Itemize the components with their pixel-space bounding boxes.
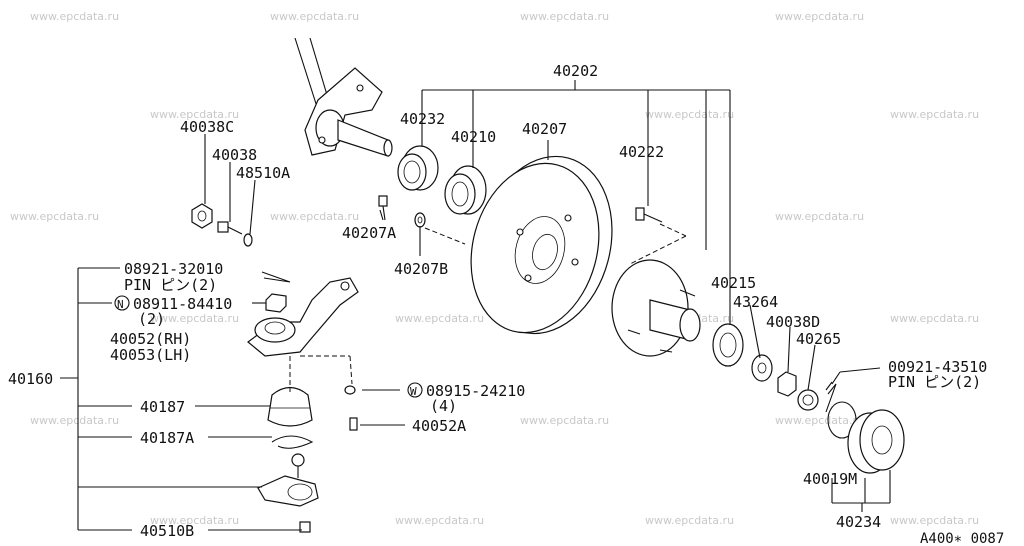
watermark: www.epcdata.ru — [890, 108, 979, 121]
label-40215: 40215 — [711, 274, 756, 292]
watermark: www.epcdata.ru — [150, 514, 239, 527]
label-43264: 43264 — [733, 293, 778, 311]
w-prefix-mark — [407, 382, 423, 398]
watermark: www.epcdata.ru — [395, 514, 484, 527]
watermark: www.epcdata.ru — [30, 414, 119, 427]
watermark: www.epcdata.ru — [150, 108, 239, 121]
adjusting-cap-part — [797, 389, 819, 411]
label-40052: 40052(RH) — [110, 330, 191, 348]
watermark: www.epcdata.ru — [10, 210, 99, 223]
label-40187A: 40187A — [140, 429, 194, 447]
label-40053: 40053(LH) — [110, 346, 191, 364]
label-08911-qty: (2) — [138, 310, 165, 328]
watermark: www.epcdata.ru — [520, 10, 609, 23]
grease-cap-part — [847, 409, 905, 474]
knuckle-arm-part — [247, 277, 359, 357]
watermark: www.epcdata.ru — [270, 10, 359, 23]
label-40265: 40265 — [796, 330, 841, 348]
nut-part — [191, 203, 213, 229]
watermark: www.epcdata.ru — [150, 312, 239, 325]
label-40052A: 40052A — [412, 417, 466, 435]
label-40232: 40232 — [400, 110, 445, 128]
washer-part — [414, 212, 426, 228]
watermark: www.epcdata.ru — [30, 10, 119, 23]
watermark: www.epcdata.ru — [645, 108, 734, 121]
label-40160: 40160 — [8, 370, 53, 388]
brake-disc-part — [470, 155, 613, 335]
lock-washer-part — [243, 233, 253, 247]
n-prefix-letter: N — [117, 298, 124, 311]
watermark: www.epcdata.ru — [775, 10, 864, 23]
label-08911: 08911-84410 — [133, 295, 232, 313]
label-40038C: 40038C — [180, 118, 234, 136]
inner-bearing-part — [444, 165, 487, 215]
wheel-hub-part — [611, 259, 701, 357]
label-40510B: 40510B — [140, 522, 194, 540]
hub-nut-part — [777, 371, 797, 397]
n-prefix-mark — [114, 295, 130, 311]
label-08915: 08915-24210 — [426, 382, 525, 400]
label-08921-pin: PIN ピン(2) — [124, 276, 217, 294]
label-40019M: 40019M — [803, 470, 857, 488]
leader-lines — [60, 80, 891, 531]
label-40234: 40234 — [836, 513, 881, 531]
label-08921: 08921-32010 — [124, 260, 223, 278]
cotter-pin-part — [825, 381, 837, 413]
ball-joint-part — [257, 453, 319, 533]
disc-bolt-part — [378, 195, 388, 221]
pin-08921-part — [261, 271, 291, 283]
part-labels: 40202 40232 40210 40207 40222 40038C 400… — [8, 62, 1004, 546]
label-08915-qty: (4) — [430, 397, 457, 415]
spring-washer-part — [344, 385, 356, 395]
label-40210: 40210 — [451, 128, 496, 146]
label-40187: 40187 — [140, 398, 185, 416]
label-48510A: 48510A — [236, 164, 290, 182]
w-prefix-letter: W — [410, 385, 417, 398]
label-00921: 00921-43510 — [888, 358, 987, 376]
watermark: www.epcdata.ru — [775, 414, 864, 427]
label-00921-pin: PIN ピン(2) — [888, 373, 981, 391]
arm-bolt-part — [349, 417, 358, 431]
label-40222: 40222 — [619, 143, 664, 161]
washer-43264-part — [751, 354, 773, 382]
label-40207A: 40207A — [342, 224, 396, 242]
watermark: www.epcdata.ru — [890, 514, 979, 527]
watermark: www.epcdata.ru — [775, 210, 864, 223]
ball-joint-boot-part — [267, 386, 313, 427]
bearing-40215-part — [712, 323, 744, 367]
drawing-code: A400∗ 0087 — [920, 531, 1004, 546]
castle-nut-part — [265, 293, 287, 313]
label-40202: 40202 — [553, 62, 598, 80]
watermark: www.epcdata.ru — [890, 312, 979, 325]
outer-bearing-part — [397, 145, 439, 191]
watermark: www.epcdata.ru — [645, 514, 734, 527]
label-40038: 40038 — [212, 146, 257, 164]
watermark: www.epcdata.ru — [395, 312, 484, 325]
label-40207: 40207 — [522, 120, 567, 138]
watermark: www.epcdata.ru — [520, 414, 609, 427]
steering-knuckle-part — [294, 37, 393, 157]
label-40038D: 40038D — [766, 313, 820, 331]
label-40207B: 40207B — [394, 260, 448, 278]
hub-bolt-part — [635, 207, 663, 223]
watermark: www.epcdata.ru — [270, 210, 359, 223]
bolt-part — [217, 221, 243, 235]
snap-ring-part — [271, 435, 314, 449]
